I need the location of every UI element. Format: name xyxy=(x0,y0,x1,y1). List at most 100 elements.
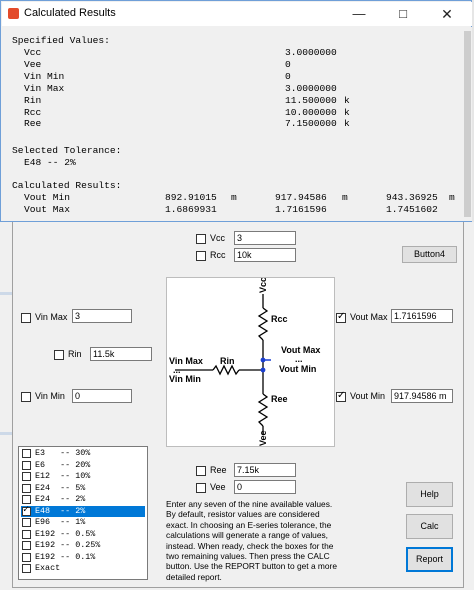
selected-tolerance-value: E48 -- 2% xyxy=(24,157,76,168)
vin-max-checkbox[interactable] xyxy=(21,313,31,323)
rcc-input[interactable]: 10k xyxy=(234,248,296,262)
tolerance-checkbox[interactable] xyxy=(22,564,31,573)
selected-tolerance-header: Selected Tolerance: xyxy=(12,145,122,156)
calc-button[interactable]: Calc xyxy=(406,514,453,539)
vee-checkbox[interactable] xyxy=(196,483,206,493)
vout-min-text: Vout Min xyxy=(279,364,316,374)
tolerance-item[interactable]: Exact xyxy=(21,563,145,575)
result-value: 892.91015 xyxy=(165,192,217,203)
vout-min-checkbox[interactable] xyxy=(336,390,346,402)
vin-min-checkbox[interactable] xyxy=(21,392,31,402)
vin-max-label: Vin Max xyxy=(35,312,68,322)
rcc-checkbox[interactable] xyxy=(196,251,206,261)
vin-min-text: Vin Min xyxy=(169,374,201,384)
vout-max-label: Vout Max xyxy=(350,312,388,322)
dialog-titlebar[interactable] xyxy=(2,2,472,26)
specified-value: 10.000000 xyxy=(285,106,337,118)
tolerance-checkbox[interactable] xyxy=(22,552,31,562)
vcc-label: Vcc xyxy=(210,233,226,243)
vout-dots-text: ... xyxy=(295,354,303,364)
tolerance-item[interactable]: E48 -- 2% xyxy=(21,505,145,517)
vout-max-checkbox[interactable] xyxy=(336,311,346,323)
tolerance-checkbox[interactable] xyxy=(22,518,31,527)
report-button[interactable]: Report xyxy=(406,547,453,572)
ree-checkbox[interactable] xyxy=(196,466,206,476)
tolerance-item[interactable]: E6 -- 20% xyxy=(21,460,145,472)
specified-values-header: Specified Values: xyxy=(12,35,110,46)
maximize-icon[interactable]: □ xyxy=(399,6,407,21)
specified-value: 0 xyxy=(285,58,291,70)
vin-min-input[interactable]: 0 xyxy=(72,389,132,403)
tolerance-item[interactable]: E192 -- 0.5% xyxy=(21,529,145,541)
tolerance-item[interactable]: E3 -- 30% xyxy=(21,448,145,460)
specified-name: Vin Min xyxy=(24,70,65,82)
tolerance-label: E192 -- 0.1% xyxy=(35,551,96,562)
result-value: 943.36925 xyxy=(386,192,438,203)
vin-min-label: Vin Min xyxy=(35,391,65,401)
vee-text: Vee xyxy=(258,430,268,446)
rcc-label: Rcc xyxy=(210,250,226,260)
rin-checkbox[interactable] xyxy=(54,350,64,360)
specified-name: Vin Max xyxy=(24,82,65,94)
vee-input[interactable]: 0 xyxy=(234,480,296,494)
tolerance-label: E24 -- 2% xyxy=(35,494,86,504)
tolerance-label: E48 -- 2% xyxy=(35,505,86,516)
tolerance-list[interactable]: E3 -- 30% E6 -- 20%E12 -- 10%E24 -- 5%E24… xyxy=(18,446,148,580)
tolerance-item[interactable]: E192 -- 0.25% xyxy=(21,540,145,552)
tolerance-checkbox[interactable] xyxy=(22,529,31,539)
result-unit: m xyxy=(231,192,237,203)
vcc-input[interactable]: 3 xyxy=(234,231,296,245)
tolerance-item[interactable]: E96 -- 1% xyxy=(21,517,145,529)
vee-label: Vee xyxy=(210,482,226,492)
ree-label: Ree xyxy=(210,465,227,475)
button4[interactable]: Button4 xyxy=(402,246,457,263)
vcc-checkbox[interactable] xyxy=(196,234,206,244)
vcc-text: Vcc xyxy=(258,278,268,293)
tolerance-checkbox[interactable] xyxy=(22,449,31,458)
tolerance-checkbox[interactable] xyxy=(22,483,31,493)
tolerance-label: E192 -- 0.5% xyxy=(35,528,96,539)
vout-max-input[interactable]: 1.7161596 xyxy=(391,309,453,323)
junction-node xyxy=(260,367,266,373)
vout-min-input[interactable]: 917.94586 m xyxy=(391,389,453,403)
tolerance-checkbox[interactable] xyxy=(22,495,31,504)
result-value: 917.94586 xyxy=(275,192,327,203)
tolerance-checkbox[interactable] xyxy=(22,460,31,470)
tolerance-label: E12 -- 10% xyxy=(35,471,91,481)
minimize-icon[interactable]: — xyxy=(352,6,366,21)
ree-input[interactable]: 7.15k xyxy=(234,463,296,477)
tolerance-checkbox[interactable] xyxy=(22,472,31,481)
result-value: 1.6869931 xyxy=(165,203,217,215)
specified-value: 0 xyxy=(285,70,291,82)
specified-unit: k xyxy=(344,94,350,106)
help-button[interactable]: Help xyxy=(406,482,453,507)
tolerance-label: Exact xyxy=(35,563,61,573)
tolerance-checkbox[interactable] xyxy=(22,541,31,550)
specified-unit: k xyxy=(344,118,350,130)
tolerance-item[interactable]: E192 -- 0.1% xyxy=(21,552,145,564)
calculated-results-header: Calculated Results: xyxy=(12,180,122,191)
tolerance-item[interactable]: E24 -- 5% xyxy=(21,483,145,495)
tolerance-label: E24 -- 5% xyxy=(35,482,86,493)
rin-input[interactable]: 11.5k xyxy=(90,347,152,361)
rcc-resistor xyxy=(257,307,269,341)
tolerance-label: E3 -- 30% xyxy=(35,448,91,458)
vout-min-label: Vout Min xyxy=(350,391,386,401)
tolerance-item[interactable]: E12 -- 10% xyxy=(21,471,145,483)
specified-name: Ree xyxy=(24,118,42,130)
rin-label: Rin xyxy=(68,349,82,359)
result-name: Vout Max xyxy=(24,203,71,215)
tolerance-checkbox[interactable] xyxy=(22,505,31,516)
vout-max-text: Vout Max xyxy=(281,345,320,355)
app-icon xyxy=(8,8,19,19)
close-icon[interactable]: ✕ xyxy=(441,6,453,22)
tolerance-item[interactable]: E24 -- 2% xyxy=(21,494,145,506)
result-value: 1.7451602 xyxy=(386,203,438,215)
vin-max-input[interactable]: 3 xyxy=(72,309,132,323)
vin-dots-text: ... xyxy=(173,365,181,375)
background-strip xyxy=(0,292,12,295)
instructions-text: Enter any seven of the nine available va… xyxy=(166,499,338,582)
scrollbar-thumb[interactable] xyxy=(464,31,471,217)
result-name: Vout Min xyxy=(24,192,71,203)
